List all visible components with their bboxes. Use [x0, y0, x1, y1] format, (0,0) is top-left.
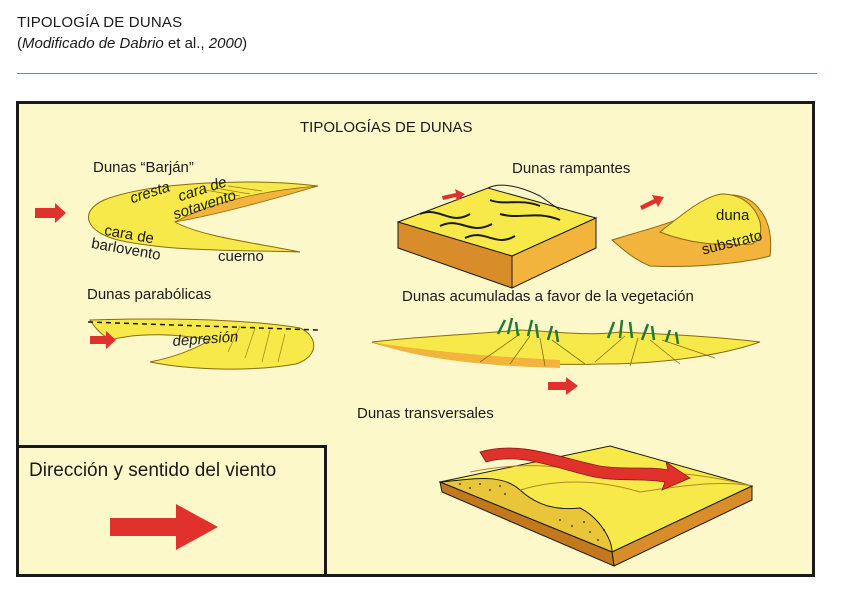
- subtitle-author: Modificado de Dabrio: [22, 35, 164, 52]
- barjan-wind-arrow-icon: [35, 203, 66, 223]
- legend-box: Dirección y sentido del viento: [16, 445, 327, 577]
- rampantes-wind-arrow-icon: [442, 189, 465, 201]
- vegetation-icon: [496, 317, 680, 345]
- subtitle-open: (: [17, 35, 22, 52]
- rampantes-label-duna: duna: [716, 207, 750, 224]
- parabolicas-title: Dunas parabólicas: [87, 286, 212, 303]
- header-subtitle: (Modificado de Dabrio et al., 2000): [17, 35, 247, 52]
- rampantes-title: Dunas rampantes: [512, 160, 631, 177]
- rampantes-block-illustration: [396, 184, 598, 289]
- header-divider: [17, 73, 817, 74]
- transversal-dune-illustration: [438, 445, 754, 567]
- vegetacion-title: Dunas acumuladas a favor de la vegetació…: [402, 288, 694, 305]
- subtitle-close: ): [242, 35, 248, 52]
- parabolica-wind-arrow-icon: [90, 331, 116, 349]
- barjan-label-cuerno: cuerno: [218, 248, 264, 265]
- diagram-title: TIPOLOGÍAS DE DUNAS: [300, 119, 473, 136]
- legend-wind-arrow-icon: [110, 504, 218, 550]
- parabolica-dune-illustration: [87, 318, 319, 370]
- transversales-title: Dunas transversales: [357, 405, 494, 422]
- subtitle-etal: et al.,: [163, 35, 209, 52]
- subtitle-year: 2000: [208, 35, 243, 52]
- transversal-wind-arrow-icon: [479, 447, 691, 491]
- rampantes-profile-illustration: [611, 193, 772, 268]
- header-title: TIPOLOGÍA DE DUNAS: [17, 14, 183, 31]
- barjan-dune-illustration: [87, 181, 319, 253]
- vegetacion-dune-illustration: [371, 317, 761, 368]
- barjan-title: Dunas “Barján”: [93, 159, 194, 176]
- rampantes-profile-wind-arrow-icon: [640, 195, 664, 210]
- legend-text: Dirección y sentido del viento: [29, 460, 277, 481]
- vegetacion-wind-arrow-icon: [548, 377, 578, 395]
